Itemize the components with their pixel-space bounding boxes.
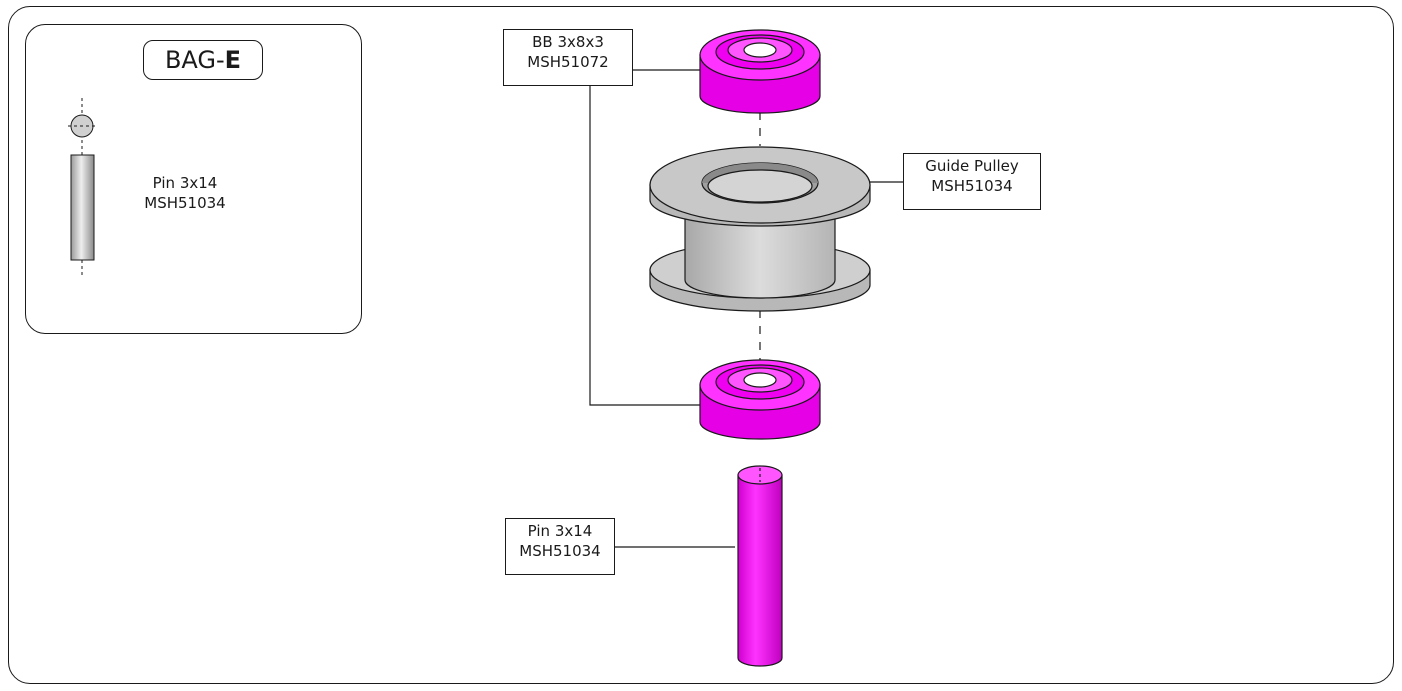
callout-bearing-name: BB 3x8x3 (532, 33, 604, 51)
bag-contents-panel (25, 24, 362, 334)
bag-part-label: Pin 3x14 MSH51034 (130, 173, 240, 213)
callout-bearing-code: MSH51072 (527, 53, 609, 71)
callout-pin-code: MSH51034 (519, 542, 601, 560)
bag-part-code: MSH51034 (144, 194, 226, 212)
bag-title-letter: E (224, 46, 242, 74)
bag-title: BAG-E (143, 40, 263, 80)
ball-bearing-top (699, 29, 821, 114)
callout-pulley-name: Guide Pulley (925, 157, 1019, 175)
pin-3x14 (737, 465, 783, 667)
bag-part-name: Pin 3x14 (152, 174, 218, 192)
bag-title-prefix: BAG- (164, 46, 225, 74)
callout-bearing: BB 3x8x3 MSH51072 (503, 29, 633, 86)
guide-pulley (649, 146, 871, 312)
callout-pin: Pin 3x14 MSH51034 (505, 518, 615, 575)
ball-bearing-bottom (699, 359, 821, 440)
callout-pin-name: Pin 3x14 (527, 522, 593, 540)
callout-guide-pulley: Guide Pulley MSH51034 (903, 153, 1041, 210)
bag-pin-icon (68, 98, 96, 275)
drawing-frame (8, 6, 1394, 684)
callout-pulley-code: MSH51034 (931, 177, 1013, 195)
